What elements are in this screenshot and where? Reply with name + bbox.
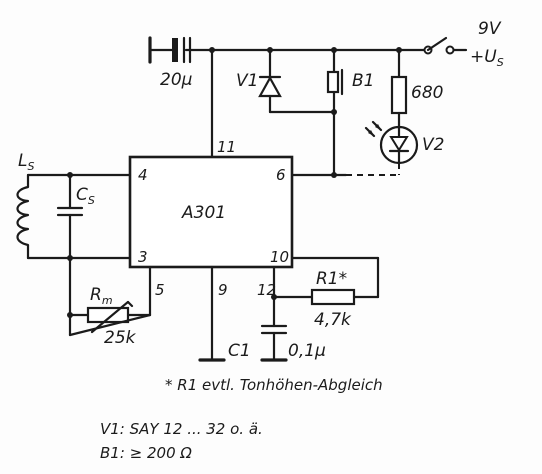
inductor-ls [16, 185, 34, 247]
pin-12: 12 [257, 281, 276, 299]
power-switch [423, 36, 455, 55]
resistor-r1 [271, 256, 380, 306]
label-v2: V2 [422, 135, 444, 155]
label-voltage: 9V [478, 19, 502, 39]
note-asterisk: * R1 evtl. Tonhöhen-Abgleich [165, 376, 383, 394]
ic-a301 [128, 155, 294, 269]
pin-3: 3 [138, 248, 148, 266]
label-c1-value: 0,1µ [288, 341, 326, 361]
capacitor-20u [172, 36, 192, 64]
junction [209, 47, 215, 53]
pin-10: 10 [270, 248, 289, 266]
label-v1: V1 [236, 71, 258, 91]
led-v2 [364, 120, 419, 175]
capacitor-cs [56, 172, 84, 261]
label-c1: C1 [228, 341, 251, 361]
label-25k: 25k [104, 328, 137, 348]
ic-name: A301 [181, 203, 226, 223]
diode-v1 [258, 47, 336, 114]
pin-11: 11 [217, 138, 236, 156]
capacitor-c1 [260, 295, 288, 362]
wire-pin6 [290, 172, 399, 178]
potentiometer-rm [67, 256, 152, 337]
buzzer-b1 [326, 47, 344, 177]
ground-symbol-top [148, 36, 174, 64]
pin-9: 9 [218, 281, 228, 299]
resistor-680 [390, 47, 408, 127]
note-b1-spec: B1: ≥ 200 Ω [100, 444, 192, 462]
note-v1-spec: V1: SAY 12 ... 32 o. ä. [100, 420, 263, 438]
label-680: 680 [411, 83, 443, 103]
label-20u: 20µ [160, 70, 193, 90]
label-cs: CS [76, 185, 95, 207]
label-r1: R1* [316, 269, 347, 289]
label-47k: 4,7k [314, 310, 352, 330]
pin-6: 6 [276, 166, 286, 184]
label-rm: Rm [90, 285, 113, 307]
ground-pin9 [198, 265, 226, 362]
pin-5: 5 [155, 281, 165, 299]
label-us: +US [470, 47, 504, 69]
pin-4: 4 [138, 166, 148, 184]
label-ls: LS [18, 151, 34, 173]
label-b1: B1 [352, 71, 374, 91]
